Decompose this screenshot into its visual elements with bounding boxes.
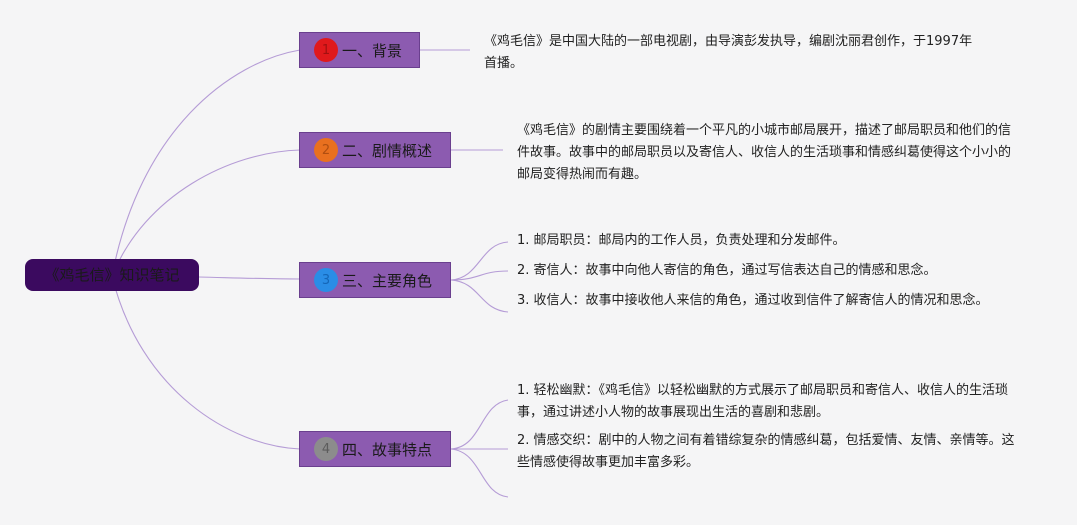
plot-summary-text: 《鸡毛信》的剧情主要围绕着一个平凡的小城市邮局展开，描述了邮局职员和他们的信件故… bbox=[517, 123, 1012, 182]
branch-label-story-features: 四、故事特点 bbox=[342, 440, 433, 459]
branch-label-plot-summary: 二、剧情概述 bbox=[342, 141, 433, 160]
root-to-plot-link bbox=[111, 149, 301, 277]
root-to-features-link bbox=[111, 275, 301, 450]
character-item-recipient: 3. 收信人：故事中接收他人来信的角色，通过收到信件了解寄信人的情况和思念。 bbox=[517, 293, 989, 308]
feature-item-empty bbox=[517, 490, 1017, 504]
number-badge-3: 3 bbox=[314, 268, 338, 292]
number-badge-4: 4 bbox=[314, 437, 338, 461]
features-to-item3-link bbox=[450, 448, 509, 498]
features-to-item1-link bbox=[450, 399, 509, 450]
root-title: 《鸡毛信》知识笔记 bbox=[44, 266, 180, 284]
characters-to-item1-link bbox=[450, 241, 509, 281]
background-text: 《鸡毛信》是中国大陆的一部电视剧，由导演彭发执导，编剧沈丽君创作，于1997年首… bbox=[484, 34, 973, 71]
branch-plot-summary[interactable]: 2 二、剧情概述 bbox=[299, 132, 451, 168]
root-node[interactable]: 《鸡毛信》知识笔记 bbox=[25, 259, 199, 291]
branch-label-main-characters: 三、主要角色 bbox=[342, 271, 433, 290]
branch-story-features[interactable]: 4 四、故事特点 bbox=[299, 431, 451, 467]
branch-main-characters[interactable]: 3 三、主要角色 bbox=[299, 262, 451, 298]
character-item-postal-clerk: 1. 邮局职员：邮局内的工作人员，负责处理和分发邮件。 bbox=[517, 233, 846, 248]
root-to-background-link bbox=[111, 49, 301, 277]
branch-label-background: 一、背景 bbox=[342, 41, 403, 60]
feature-item-humor: 1. 轻松幽默：《鸡毛信》以轻松幽默的方式展示了邮局职员和寄信人、收信人的生活琐… bbox=[517, 383, 1009, 420]
characters-to-item3-link bbox=[450, 279, 509, 313]
branch-background[interactable]: 1 一、背景 bbox=[299, 32, 420, 68]
number-badge-2: 2 bbox=[314, 138, 338, 162]
characters-to-item2-link bbox=[450, 270, 509, 281]
feature-item-emotions: 2. 情感交织：剧中的人物之间有着错综复杂的情感纠葛，包括爱情、友情、亲情等。这… bbox=[517, 433, 1015, 470]
character-item-sender: 2. 寄信人：故事中向他人寄信的角色，通过写信表达自己的情感和思念。 bbox=[517, 263, 937, 278]
number-badge-1: 1 bbox=[314, 38, 338, 62]
root-to-characters-link bbox=[198, 276, 301, 280]
